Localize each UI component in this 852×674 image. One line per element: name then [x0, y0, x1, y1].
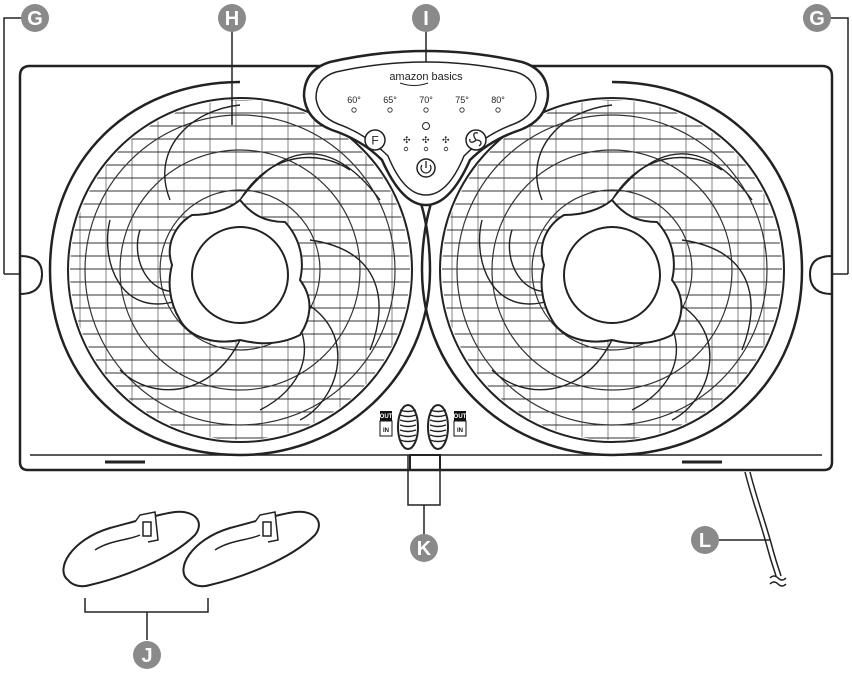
fan-bezel-right — [420, 80, 804, 457]
svg-text:✣: ✣ — [422, 136, 430, 146]
knob-ridge — [429, 439, 447, 443]
callout-g-left: G — [21, 4, 49, 32]
power-icon — [420, 164, 432, 174]
svg-text:K: K — [417, 538, 432, 560]
svg-text:I: I — [423, 8, 429, 30]
svg-text:OUT: OUT — [454, 414, 467, 420]
callout-h: H — [218, 4, 246, 32]
fan-blades-right — [478, 104, 753, 421]
fan-icon — [469, 132, 482, 147]
temp-label-60: 60° — [347, 95, 361, 105]
fan-bezel-left — [48, 80, 432, 457]
function-button[interactable]: F — [364, 129, 386, 151]
grille-ring — [84, 114, 396, 426]
callout-j: J — [133, 641, 161, 669]
svg-text:G: G — [27, 8, 43, 30]
temperature-indicators: 60° 65° 70° 75° 80° — [347, 95, 505, 113]
temp-indicator-light — [459, 107, 465, 113]
callout-i: I — [412, 4, 440, 32]
temp-label-65: 65° — [383, 95, 397, 105]
knob-ridge — [399, 424, 417, 428]
temp-label-75: 75° — [455, 95, 469, 105]
rotation-knob-left[interactable] — [397, 404, 419, 450]
svg-text:✣: ✣ — [442, 136, 450, 146]
control-panel: amazon basics 60° 65° 70° 75° 80° F ✣ ✣ ✣ — [302, 49, 550, 207]
svg-text:L: L — [699, 530, 711, 552]
temp-indicator-light — [387, 107, 393, 113]
knob-ridge — [399, 414, 417, 418]
rotation-knob-right[interactable] — [427, 404, 449, 450]
callout-k: K — [410, 534, 438, 562]
grille-ring — [531, 189, 693, 351]
grille-ring — [456, 114, 768, 426]
knob-ridge — [429, 409, 447, 413]
brand-smile-icon — [399, 82, 429, 86]
status-light — [422, 122, 430, 130]
support-foot-right — [182, 510, 320, 588]
direction-switch-right[interactable]: OUT IN — [453, 411, 467, 437]
svg-text:J: J — [141, 645, 152, 667]
speed-low-icon: ✣ — [403, 136, 411, 152]
side-handle-right — [808, 255, 833, 295]
knob-ridge — [429, 434, 447, 438]
svg-text:OUT: OUT — [380, 414, 393, 420]
svg-text:G: G — [809, 8, 825, 30]
callout-leader-lines — [3, 17, 849, 640]
knob-ridge — [429, 419, 447, 423]
side-handle-left — [19, 255, 44, 295]
knob-ridge — [399, 409, 417, 413]
knob-ridge — [429, 424, 447, 428]
knob-ridge — [399, 419, 417, 423]
knob-ridge — [429, 429, 447, 433]
fan-speed-button[interactable] — [465, 129, 487, 151]
svg-text:F: F — [371, 134, 378, 148]
grille-ring — [491, 149, 733, 391]
callout-l: L — [691, 526, 719, 554]
support-foot-left — [62, 510, 200, 588]
svg-text:IN: IN — [457, 428, 463, 434]
grille-ring — [159, 189, 321, 351]
callout-g-right: G — [803, 4, 831, 32]
temp-label-80: 80° — [491, 95, 505, 105]
power-cord — [744, 471, 787, 587]
svg-text:✣: ✣ — [403, 136, 411, 146]
fan-hub-left — [168, 198, 311, 345]
svg-text:IN: IN — [383, 428, 389, 434]
temp-indicator-light — [423, 107, 429, 113]
knob-ridge — [399, 429, 417, 433]
knob-ridge — [399, 439, 417, 443]
brand-logo: amazon basics — [389, 71, 463, 83]
knob-ridge — [399, 434, 417, 438]
svg-text:H: H — [225, 8, 239, 30]
fan-hub-right — [540, 198, 683, 345]
temp-indicator-light — [351, 107, 357, 113]
speed-high-icon: ✣ — [442, 136, 450, 152]
knob-ridge — [429, 414, 447, 418]
grille-ring — [119, 149, 361, 391]
temp-indicator-light — [495, 107, 501, 113]
temp-label-70: 70° — [419, 95, 433, 105]
power-button[interactable] — [416, 158, 436, 178]
speed-medium-icon: ✣ — [422, 136, 430, 152]
direction-switch-left[interactable]: OUT IN — [379, 411, 393, 437]
